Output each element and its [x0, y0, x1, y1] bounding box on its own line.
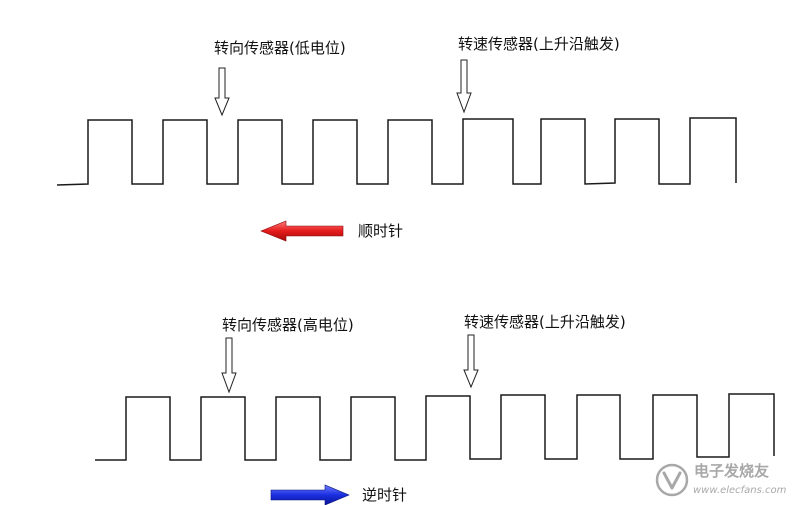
clockwise-arrow-icon — [260, 220, 344, 242]
steering-sensor-down-arrow-icon — [221, 337, 237, 394]
elecfans-logo-icon — [655, 463, 689, 497]
speed-sensor-down-arrow-icon — [463, 334, 479, 389]
steering-sensor-high-label: 转向传感器(高电位) — [222, 316, 354, 334]
counterclockwise-arrow-icon — [270, 484, 350, 505]
speed-sensor-label-bottom: 转速传感器(上升沿触发) — [464, 313, 626, 331]
clockwise-square-wave — [56, 117, 737, 186]
clockwise-diagram: 转向传感器(低电位) 转速传感器(上升沿触发) 顺时针 — [56, 35, 737, 242]
counterclockwise-diagram: 转向传感器(高电位) 转速传感器(上升沿触发) 逆时针 — [95, 313, 775, 505]
counterclockwise-label: 逆时针 — [362, 486, 407, 504]
watermark: 电子发烧友 www.elecfans.com — [655, 462, 787, 497]
counterclockwise-square-wave — [95, 393, 775, 461]
watermark-url: www.elecfans.com — [693, 485, 787, 496]
clockwise-label: 顺时针 — [358, 222, 403, 240]
speed-sensor-label-top: 转速传感器(上升沿触发) — [458, 35, 620, 53]
steering-sensor-down-arrow-icon — [214, 67, 230, 117]
watermark-title: 电子发烧友 — [694, 462, 769, 480]
steering-sensor-low-label: 转向传感器(低电位) — [214, 39, 346, 57]
speed-sensor-down-arrow-icon — [456, 59, 472, 114]
